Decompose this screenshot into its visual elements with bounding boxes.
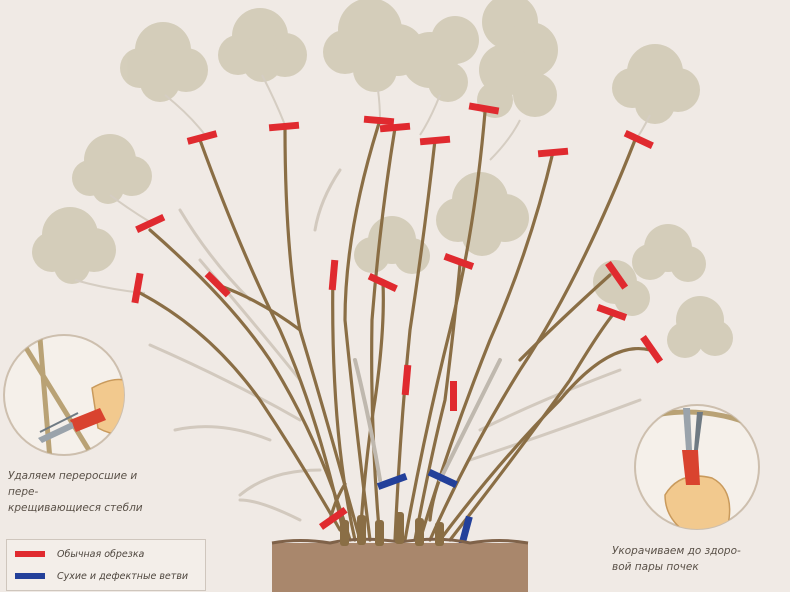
cut-mark: [204, 271, 231, 298]
cut-mark: [318, 506, 348, 530]
flower-head: [612, 44, 700, 124]
cut-mark: [328, 259, 339, 291]
caption-line: вой пары почек: [612, 561, 699, 573]
cut-mark: [537, 147, 569, 158]
flower-head: [72, 134, 152, 204]
normal-cut-marks: [131, 102, 664, 530]
cut-mark: [379, 122, 411, 133]
flower-head: [32, 207, 116, 284]
caption-shorten-buds: Укорачиваем до здоро- вой пары почек: [612, 543, 772, 575]
flower-head: [218, 8, 307, 82]
cut-mark: [596, 304, 628, 321]
legend-swatch-red: [15, 551, 45, 557]
cut-mark: [468, 102, 500, 115]
flower-head: [632, 224, 706, 282]
cut-mark: [458, 515, 473, 547]
cut-mark: [363, 115, 395, 126]
cut-mark: [401, 364, 412, 396]
cut-mark: [443, 253, 475, 270]
dead-cut-marks: [376, 468, 473, 547]
caption-line: Укорачиваем до здоро-: [612, 545, 741, 557]
hand-pruner-icon-left: [3, 334, 125, 456]
cut-mark: [419, 135, 451, 146]
legend-item-dead: Сухие и дефектные ветви: [15, 568, 188, 584]
flower-head: [120, 22, 208, 102]
caption-line: крещивающиеся стебли: [8, 502, 143, 514]
flower-head: [667, 296, 733, 358]
caption-remove-crossing: Удаляем переросшие и пере- крещивающиеся…: [8, 468, 168, 516]
cut-mark: [605, 260, 629, 290]
dead-stems: [353, 358, 502, 482]
cut-mark: [427, 468, 458, 488]
legend-label: Сухие и дефектные ветви: [57, 570, 189, 582]
branches: [138, 110, 652, 542]
caption-line: Удаляем переросшие и пере-: [8, 470, 138, 498]
cut-mark: [623, 129, 654, 149]
cut-mark: [186, 130, 218, 145]
cut-mark: [450, 381, 457, 411]
flower-head: [436, 172, 529, 256]
flower-heads: [32, 0, 733, 358]
cut-mark: [268, 121, 300, 132]
soil: [271, 512, 529, 592]
cut-mark: [135, 213, 166, 233]
legend-label: Обычная обрезка: [57, 548, 145, 560]
legend-swatch-blue: [15, 573, 45, 579]
flower-head: [402, 16, 479, 102]
cut-mark: [376, 473, 408, 490]
legend-item-normal: Обычная обрезка: [15, 546, 144, 562]
cut-mark: [367, 272, 398, 292]
faded-branches: [148, 168, 642, 522]
legend: Обычная обрезка Сухие и дефектные ветви: [6, 539, 206, 591]
hand-pruner-icon-right: [634, 404, 760, 530]
cut-mark: [640, 334, 664, 364]
flower-head: [477, 0, 558, 118]
cut-mark: [131, 272, 144, 304]
